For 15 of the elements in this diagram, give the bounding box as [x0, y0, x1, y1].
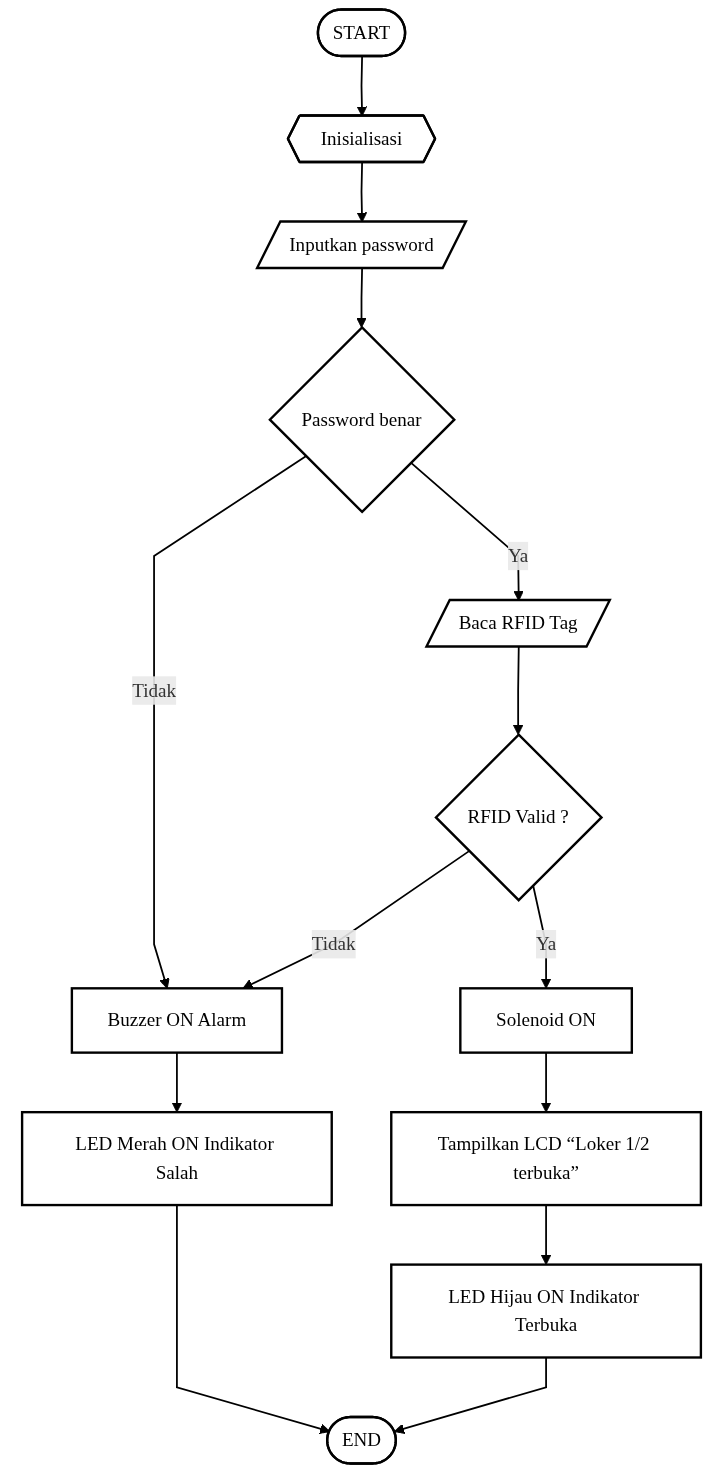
node-box: LED Merah ON Indikator Salah — [20, 1111, 333, 1207]
node-box: Tampilkan LCD “Loker 1/2 terbuka” — [390, 1111, 703, 1207]
node-box: Buzzer ON Alarm — [70, 987, 284, 1054]
edge-label: Ya — [507, 545, 529, 566]
node-box: Solenoid ON — [459, 987, 634, 1054]
arrow — [356, 267, 367, 328]
node-diamond: Password benar — [268, 325, 456, 514]
arrow — [512, 646, 524, 736]
node-box: LED Hijau ON Indikator Terbuka — [390, 1263, 703, 1359]
edge-label: Tidak — [311, 933, 356, 954]
node-diamond: RFID Valid ? — [434, 732, 604, 902]
arrow — [153, 455, 307, 989]
edge-label: Ya — [535, 933, 557, 954]
edge-label: Tidak — [132, 679, 176, 701]
arrow — [242, 850, 470, 989]
